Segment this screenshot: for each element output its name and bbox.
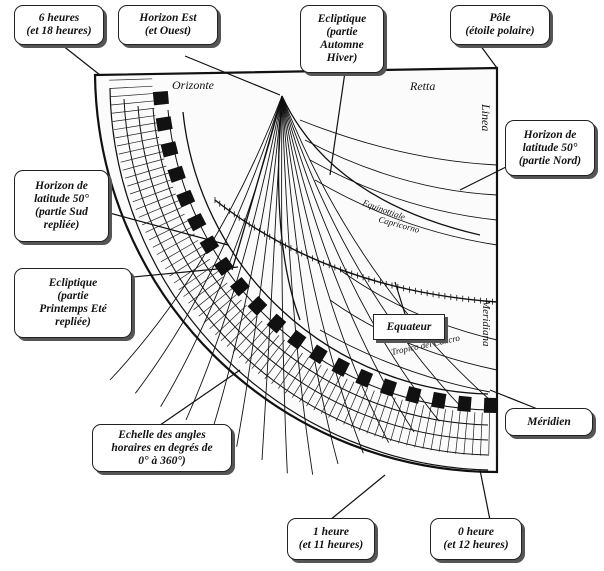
callout-meridian: Méridien bbox=[505, 408, 593, 436]
engraving-retta: Retta bbox=[409, 79, 435, 93]
callout-leaders bbox=[61, 44, 541, 521]
callout-ecliptic-autumn: Ecliptique (partie Automne Hiver) bbox=[300, 5, 384, 73]
engraving-orizonte: Orizonte bbox=[172, 78, 215, 92]
callout-hour-angle-scale: Echelle des angles horaires en degrés de… bbox=[92, 424, 232, 472]
callout-horizon-south: Horizon de latitude 50° (partie Sud repl… bbox=[14, 170, 109, 242]
horizon-arcs bbox=[299, 119, 498, 393]
callout-ecliptic-spring: Ecliptique (partie Printemps Eté repliée… bbox=[14, 268, 132, 338]
callout-equator: Equateur bbox=[373, 314, 445, 340]
callout-zero-hour: 0 heure (et 12 heures) bbox=[430, 518, 522, 560]
engraving-linea: Linea bbox=[479, 103, 493, 131]
callout-pole: Pôle (étoile polaire) bbox=[450, 5, 550, 45]
callout-six-hours: 6 heures (et 18 heures) bbox=[14, 5, 104, 45]
quadrant-plate bbox=[93, 66, 499, 474]
callout-one-hour: 1 heure (et 11 heures) bbox=[287, 518, 375, 560]
engraving-meridiana: Meridiana bbox=[480, 299, 492, 347]
callout-horizon-east: Horizon Est (et Ouest) bbox=[118, 5, 218, 45]
hour-lines bbox=[109, 95, 491, 475]
equator-ticks bbox=[214, 197, 493, 305]
hour-angle-checker-band bbox=[152, 91, 497, 413]
callout-horizon-north: Horizon de latitude 50° (partie Nord) bbox=[505, 120, 595, 176]
